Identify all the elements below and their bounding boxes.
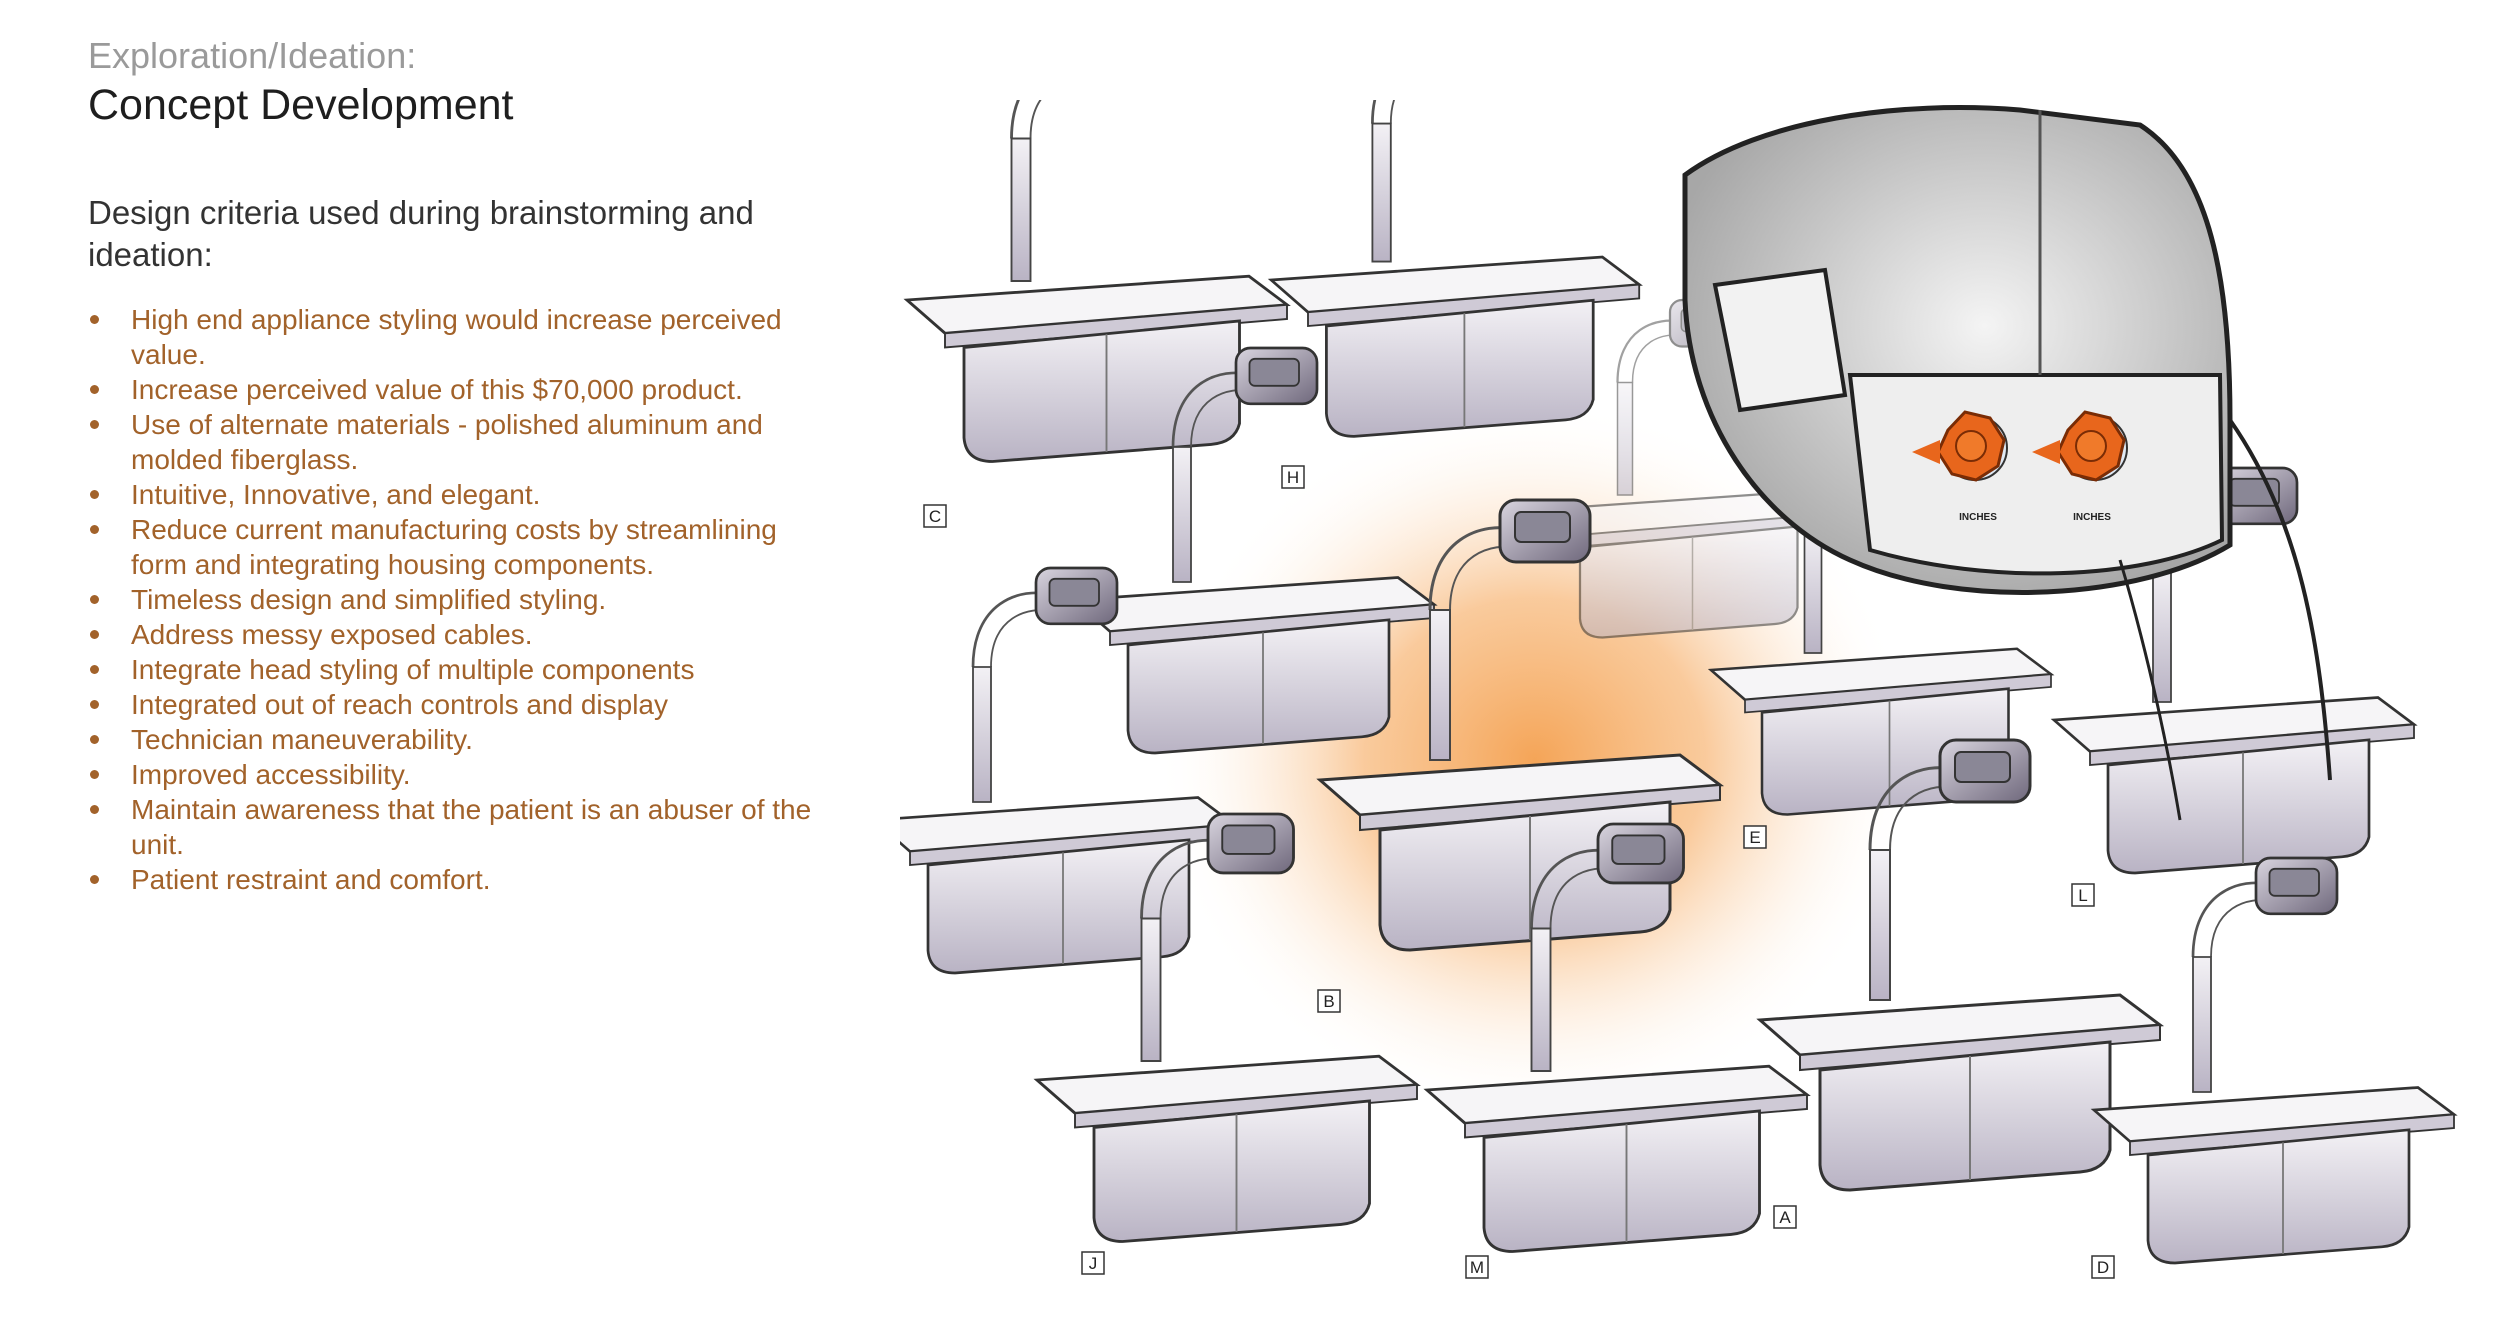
svg-text:E: E: [1749, 828, 1760, 847]
list-item: Integrate head styling of multiple compo…: [88, 652, 828, 687]
concept-sketch-sheet: INCHES INCHES C H E L B J M A D: [900, 100, 2456, 1279]
bullet-icon: [90, 700, 99, 709]
page-title: Concept Development: [88, 81, 514, 129]
text-panel: Exploration/Ideation: Concept Developmen…: [88, 34, 828, 897]
concept-label-h: H: [1281, 465, 1305, 489]
list-item: Increase perceived value of this $70,000…: [88, 372, 828, 407]
svg-text:M: M: [1470, 1258, 1484, 1277]
concept-label-b: B: [1317, 989, 1341, 1013]
concept-sketch-h: [1269, 100, 1641, 438]
bullet-icon: [90, 875, 99, 884]
list-item: Address messy exposed cables.: [88, 617, 828, 652]
concept-label-l: L: [2071, 883, 2095, 907]
svg-text:B: B: [1323, 992, 1334, 1011]
concept-label-m: M: [1465, 1255, 1489, 1279]
head-detail-callout: INCHES INCHES: [1682, 105, 2332, 821]
list-item: Intuitive, Innovative, and elegant.: [88, 477, 828, 512]
bullet-icon: [90, 735, 99, 744]
criteria-list: High end appliance styling would increas…: [88, 302, 828, 897]
bullet-icon: [90, 805, 99, 814]
list-item: Improved accessibility.: [88, 757, 828, 792]
bullet-icon: [90, 770, 99, 779]
svg-text:J: J: [1089, 1254, 1098, 1273]
bullet-icon: [90, 630, 99, 639]
knob-right-icon: [2032, 410, 2128, 482]
list-item: Patient restraint and comfort.: [88, 862, 828, 897]
concept-label-c: C: [923, 504, 947, 528]
bullet-icon: [90, 595, 99, 604]
list-item: Reduce current manufacturing costs by st…: [88, 512, 828, 582]
intro-text: Design criteria used during brainstormin…: [88, 194, 754, 273]
list-item: Maintain awareness that the patient is a…: [88, 792, 828, 862]
bullet-icon: [90, 525, 99, 534]
list-item: Use of alternate materials - polished al…: [88, 407, 828, 477]
unit-label: INCHES: [1959, 512, 1997, 523]
list-item: High end appliance styling would increas…: [88, 302, 828, 372]
concept-sketch-c: [905, 100, 1289, 463]
bullet-icon: [90, 665, 99, 674]
svg-text:D: D: [2097, 1258, 2109, 1277]
section-eyebrow: Exploration/Ideation:: [88, 35, 417, 76]
bullet-icon: [90, 420, 99, 429]
svg-text:L: L: [2078, 886, 2087, 905]
concept-label-d: D: [2091, 1255, 2115, 1279]
concept-label-a: A: [1773, 1205, 1797, 1229]
concept-label-j: J: [1081, 1251, 1105, 1275]
concept-sketch-d: [2092, 856, 2456, 1265]
svg-text:C: C: [929, 507, 941, 526]
svg-text:H: H: [1287, 468, 1299, 487]
bullet-icon: [90, 385, 99, 394]
concept-label-e: E: [1743, 825, 1767, 849]
list-item: Integrated out of reach controls and dis…: [88, 687, 828, 722]
knob-left-icon: [1912, 410, 2008, 482]
bullet-icon: [90, 315, 99, 324]
list-item: Timeless design and simplified styling.: [88, 582, 828, 617]
list-item: Technician maneuverability.: [88, 722, 828, 757]
unit-label: INCHES: [2073, 512, 2111, 523]
bullet-icon: [90, 490, 99, 499]
svg-text:A: A: [1779, 1208, 1791, 1227]
